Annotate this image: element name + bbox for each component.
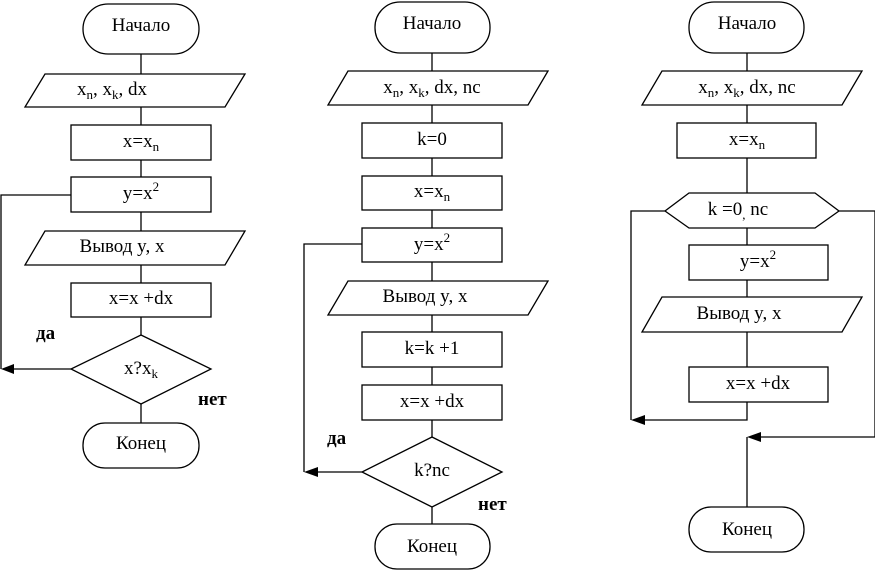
increment-block — [361, 384, 503, 421]
exit-arrow-icon — [747, 432, 761, 442]
compute-block — [70, 176, 212, 213]
start-label: Начало — [718, 13, 777, 34]
decision-block — [69, 334, 213, 405]
counter-inc-label: k=k +1 — [405, 338, 460, 359]
compute-label: y=x2 — [123, 179, 159, 204]
compute-block — [688, 244, 829, 281]
decision-label: x?xk — [124, 358, 158, 381]
input-label: xn, xk, dx, nc — [698, 77, 795, 100]
end-terminal — [82, 422, 200, 469]
increment-label: x=x +dx — [400, 391, 465, 412]
decision-label: k?nc — [414, 460, 450, 481]
output-block — [640, 296, 864, 333]
end-label: Конец — [722, 519, 772, 540]
increment-label: x=x +dx — [726, 373, 791, 394]
start-label: Начало — [403, 13, 462, 34]
end-terminal — [688, 506, 805, 553]
output-label: Вывод y, x — [80, 236, 165, 257]
input-block — [640, 70, 864, 106]
flowchart-3: Начало xn, xk, dx, nc x=xn k =0, nc y=x2… — [630, 1, 875, 553]
input-block — [23, 73, 247, 108]
no-label: нет — [478, 494, 507, 515]
decision-block — [360, 436, 504, 508]
counter-init-block — [361, 122, 503, 159]
yes-label: да — [327, 428, 347, 449]
assign-label: x=xn — [123, 131, 160, 154]
counter-init-label: k=0 — [417, 129, 447, 150]
start-label: Начало — [112, 15, 171, 36]
flowchart-2: Начало xn, xk, dx, nc k=0 x=xn y=x2 Выво… — [303, 1, 550, 570]
input-label: xn, xk, dx — [77, 79, 148, 102]
increment-block — [70, 282, 212, 318]
assign-label: x=xn — [729, 129, 766, 152]
input-block — [326, 70, 550, 106]
assign-block — [70, 124, 212, 161]
loop-header-block — [663, 192, 841, 229]
assign-block — [676, 122, 817, 159]
compute-label: y=x2 — [740, 247, 776, 272]
compute-label: y=x2 — [414, 230, 450, 255]
loop-arrow-icon — [1, 364, 14, 374]
counter-inc-block — [361, 331, 503, 368]
start-terminal — [374, 1, 491, 54]
compute-block — [361, 227, 503, 263]
start-terminal — [82, 3, 200, 55]
output-block — [23, 230, 247, 266]
yes-label: да — [36, 323, 56, 344]
end-label: Конец — [116, 433, 166, 454]
assign-label: x=xn — [414, 181, 451, 204]
end-label: Конец — [407, 536, 457, 557]
increment-block — [688, 366, 829, 403]
loop-header-label: k =0, nc — [708, 199, 768, 222]
increment-label: x=x +dx — [109, 288, 174, 309]
start-terminal — [688, 1, 805, 54]
output-label: Вывод y, x — [383, 286, 468, 307]
loop-arrow-icon — [631, 415, 645, 425]
no-label: нет — [198, 389, 227, 410]
end-terminal — [374, 523, 491, 570]
output-label: Вывод y, x — [697, 303, 782, 324]
assign-block — [361, 175, 503, 211]
flowchart-1: Начало xn, xk, dx x=xn y=x2 Вывод y, x x… — [0, 3, 247, 469]
loop-arrow-icon — [304, 467, 318, 477]
output-block — [326, 280, 550, 316]
input-label: xn, xk, dx, nc — [383, 77, 480, 100]
